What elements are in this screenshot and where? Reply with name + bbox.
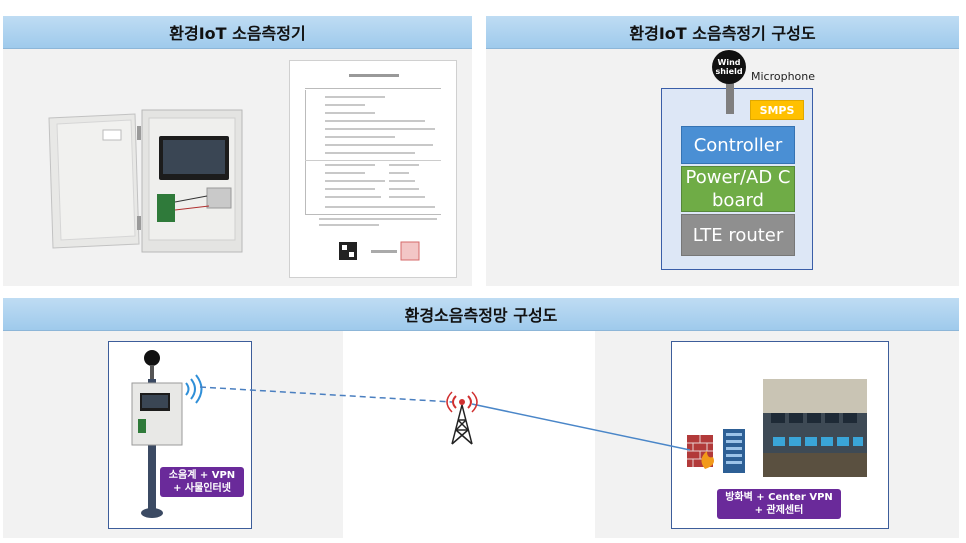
network-panel-title: 환경소음측정망 구성도: [3, 298, 959, 331]
controller-block: Controller: [681, 126, 795, 164]
certificate-document: [289, 60, 457, 278]
control-center-illustration: [687, 379, 867, 477]
cell-tower-icon: [446, 391, 478, 445]
smps-block: SMPS: [750, 100, 804, 120]
structure-panel-title: 환경IoT 소음측정기 구성도: [486, 16, 959, 49]
windshield-label: Wind shield: [715, 58, 743, 76]
structure-panel: 환경IoT 소음측정기 구성도 Wind shield Microphone S…: [486, 16, 959, 286]
control-center-tag: 방화벽 + Center VPN + 관제센터: [717, 489, 841, 519]
device-panel: 환경IoT 소음측정기: [3, 16, 472, 286]
noise-meter-pole-illustration: [131, 350, 203, 518]
enclosure-photo: [48, 109, 243, 253]
windshield-icon: Wind shield: [712, 50, 746, 84]
microphone-label: Microphone: [751, 70, 816, 83]
mic-pole: [726, 74, 734, 114]
wired-link: [471, 403, 691, 451]
power-adc-block: Power/AD C board: [681, 166, 795, 212]
device-panel-title: 환경IoT 소음측정기: [3, 16, 472, 49]
wireless-link: [199, 386, 453, 403]
field-device-tag: 소음계 + VPN + 사물인터넷: [160, 467, 244, 497]
lte-router-block: LTE router: [681, 214, 795, 256]
